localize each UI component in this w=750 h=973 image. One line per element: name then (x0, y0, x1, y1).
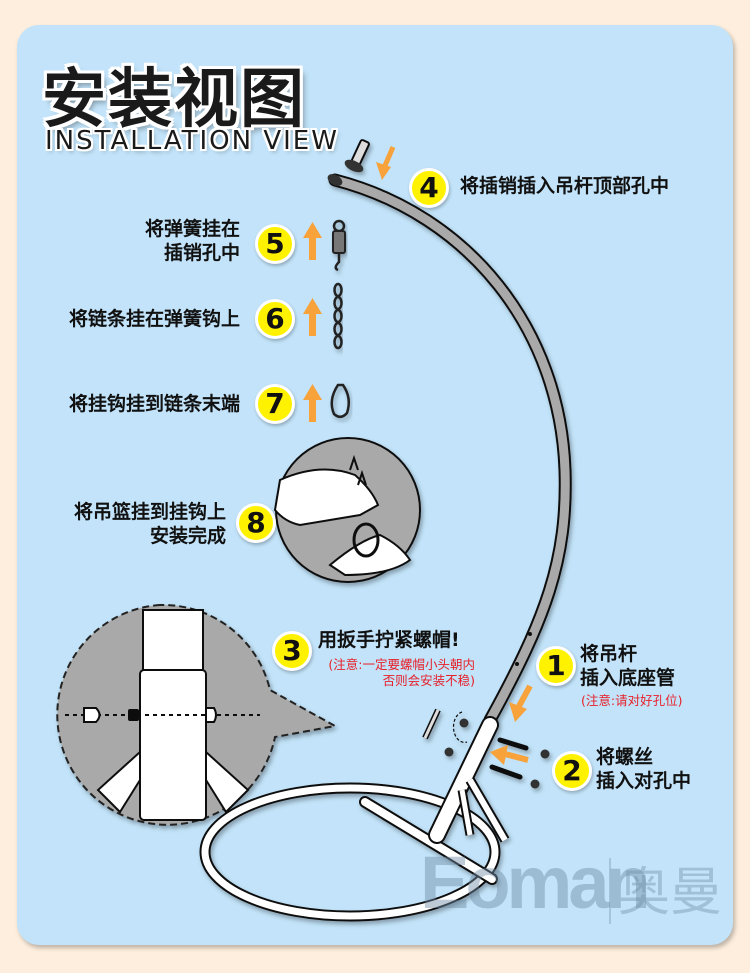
step-3-badge: 3 (272, 631, 312, 671)
hanging-pole (327, 173, 572, 727)
brand-watermark-en: Eoman (420, 841, 651, 924)
arrow-down-left-icon (376, 146, 396, 180)
step-6-badge: 6 (255, 299, 295, 339)
step-3-note: (注意:一定要螺帽小头朝内 否则会安装不稳) (315, 657, 475, 689)
step-1-note: (注意:请对好孔位) (581, 693, 683, 708)
step-8-line1: 将吊篮挂到挂钩上 (73, 501, 226, 523)
arrow-up-icon (303, 222, 322, 260)
arrow-up-icon (303, 384, 322, 422)
step-5-badge: 5 (255, 224, 295, 264)
arrow-left-icon (490, 745, 529, 765)
chain-icon (333, 282, 343, 350)
step-5-line1: 将弹簧挂在 (144, 218, 240, 240)
step-7-text: 将挂钩挂到链条末端 (68, 393, 240, 415)
step-2-line2: 插入对孔中 (596, 770, 692, 792)
step-1-badge: 1 (536, 646, 576, 686)
arrow-down-left-icon (509, 684, 533, 722)
step-1-line2: 插入底座管 (580, 667, 676, 689)
spring-icon (332, 219, 346, 272)
step-3-text: 用扳手拧紧螺帽! (318, 629, 460, 651)
step-5-text: 将弹簧挂在 插销孔中 (100, 217, 240, 265)
step-1-line1: 将吊杆 (580, 643, 638, 665)
base-stand (199, 716, 510, 922)
bolt-detail-magnifier (56, 603, 338, 826)
carabiner-icon (330, 383, 351, 418)
hanging-basket-detail-icon (273, 437, 421, 583)
step-8-text: 将吊篮挂到挂钩上 安装完成 (30, 500, 226, 548)
step-8-line2: 安装完成 (149, 525, 226, 547)
page-title: 安装视图 (42, 63, 306, 137)
step-3-note-line2: 否则会安装不稳) (382, 673, 475, 688)
step-4-badge: 4 (409, 168, 449, 208)
step-2-text: 将螺丝 插入对孔中 (596, 745, 691, 793)
watermark-divider (609, 858, 611, 924)
step-6-text: 将链条挂在弹簧钩上 (68, 308, 240, 330)
step-5-line2: 插销孔中 (163, 242, 240, 264)
step-8-badge: 8 (236, 503, 276, 543)
page-subtitle: INSTALLATION VIEW (45, 126, 339, 156)
step-3-note-line1: (注意:一定要螺帽小头朝内 (328, 657, 475, 672)
brand-watermark-cn: 奥曼 (618, 863, 723, 923)
pin-icon (344, 139, 370, 173)
step-4-text: 将插销插入吊杆顶部孔中 (460, 175, 670, 197)
step-2-badge: 2 (552, 751, 592, 791)
arrow-up-icon (303, 298, 322, 336)
step-7-badge: 7 (255, 384, 295, 424)
step-1-text: 将吊杆 插入底座管 (580, 642, 675, 690)
step-2-line1: 将螺丝 (596, 746, 654, 768)
screw-parts (422, 708, 550, 789)
